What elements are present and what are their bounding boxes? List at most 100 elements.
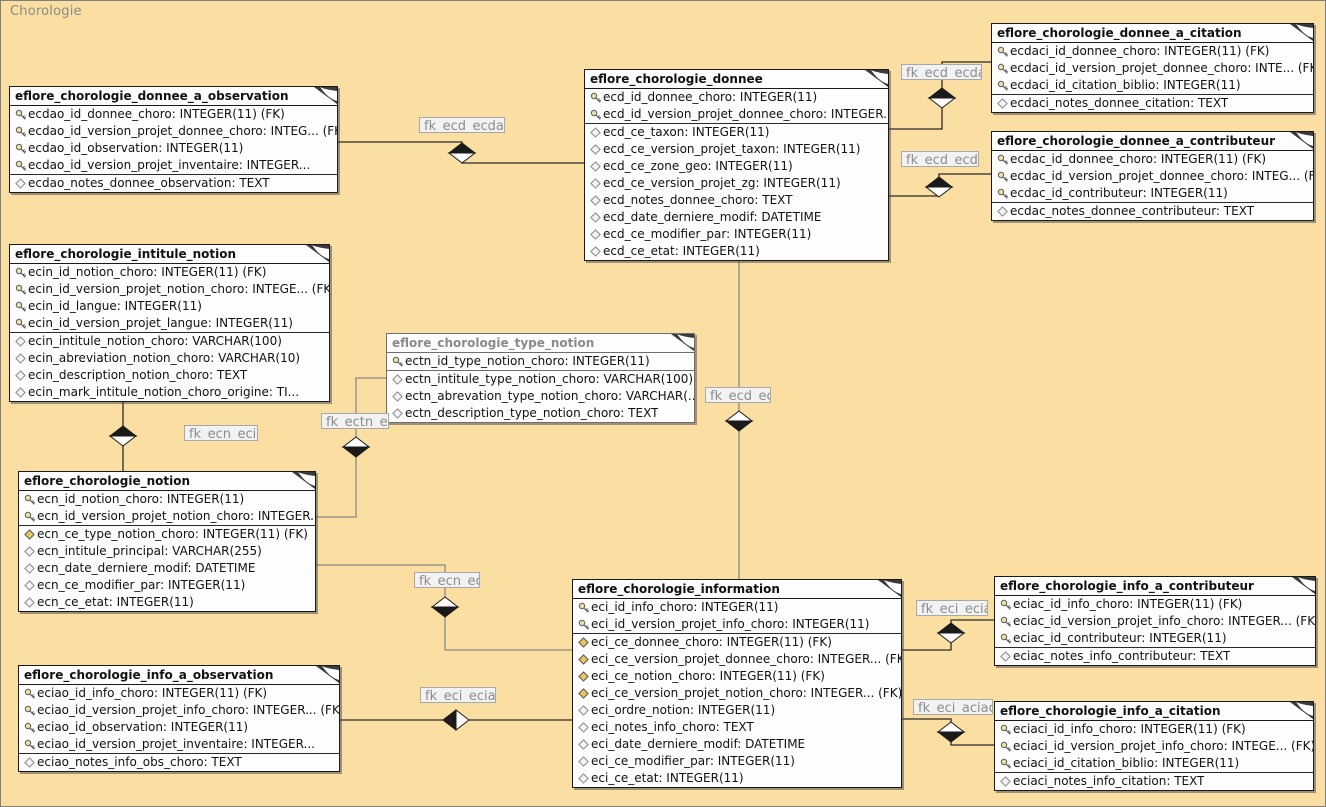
relationship-label[interactable]: fk_ecn_ecin bbox=[184, 425, 258, 441]
relationship-label[interactable]: fk_ecd_ecda bbox=[419, 117, 505, 133]
column-row[interactable]: ecin_mark_intitule_notion_choro_origine:… bbox=[10, 384, 329, 401]
column-row[interactable]: ecin_intitule_notion_choro: VARCHAR(100) bbox=[10, 332, 329, 350]
relationship-fk_eci_eciao[interactable] bbox=[338, 708, 572, 732]
column-row[interactable]: eci_ce_modifier_par: INTEGER(11) bbox=[573, 753, 901, 770]
column-row[interactable]: eci_notes_info_choro: TEXT bbox=[573, 719, 901, 736]
relationship-fk_ectn_ec[interactable] bbox=[314, 377, 386, 518]
column-row[interactable]: eciaci_id_version_projet_info_choro: INT… bbox=[995, 738, 1313, 755]
column-row[interactable]: eciao_id_info_choro: INTEGER(11) (FK) bbox=[19, 685, 339, 702]
table-header[interactable]: eflore_chorologie_donnee bbox=[585, 70, 888, 89]
column-row[interactable]: eciac_id_version_projet_info_choro: INTE… bbox=[995, 613, 1315, 630]
relationship-fk_ecd_ecdac[interactable] bbox=[887, 61, 991, 130]
column-row[interactable]: eciac_notes_info_contributeur: TEXT bbox=[995, 647, 1315, 665]
column-row[interactable]: eciao_id_version_projet_inventaire: INTE… bbox=[19, 736, 339, 753]
relationship-label[interactable]: fk_ectn_ec bbox=[321, 413, 389, 429]
column-row[interactable]: ecdao_id_observation: INTEGER(11) bbox=[10, 140, 337, 157]
column-row[interactable]: eciaci_notes_info_citation: TEXT bbox=[995, 772, 1313, 790]
column-row[interactable]: eci_ce_version_projet_notion_choro: INTE… bbox=[573, 685, 901, 702]
column-row[interactable]: ecdao_id_version_projet_inventaire: INTE… bbox=[10, 157, 337, 174]
column-row[interactable]: ecin_id_langue: INTEGER(11) bbox=[10, 298, 329, 315]
table-header[interactable]: eflore_chorologie_notion bbox=[19, 472, 315, 491]
column-row[interactable]: ecd_ce_taxon: INTEGER(11) bbox=[585, 123, 888, 141]
relationship-label[interactable]: fk_ecd_ecda bbox=[901, 151, 979, 167]
column-row[interactable]: ecn_ce_modifier_par: INTEGER(11) bbox=[19, 577, 315, 594]
relationship-fk_ecn_ecin[interactable] bbox=[108, 402, 138, 471]
column-row[interactable]: ecn_ce_etat: INTEGER(11) bbox=[19, 594, 315, 611]
relationship-label[interactable]: fk_ecn_ec bbox=[414, 572, 480, 588]
column-row[interactable]: eci_ce_notion_choro: INTEGER(11) (FK) bbox=[573, 668, 901, 685]
column-row[interactable]: ecdac_id_contributeur: INTEGER(11) bbox=[992, 185, 1313, 202]
column-row[interactable]: ecdaci_id_version_projet_donnee_choro: I… bbox=[992, 60, 1313, 77]
relationship-label[interactable]: fk_ecd_ec bbox=[705, 387, 771, 403]
column-row[interactable]: eciao_id_observation: INTEGER(11) bbox=[19, 719, 339, 736]
column-row[interactable]: ecdac_id_donnee_choro: INTEGER(11) (FK) bbox=[992, 151, 1313, 168]
relationship-label[interactable]: fk_eci_eciao bbox=[420, 687, 496, 703]
column-row[interactable]: ectn_abrevation_type_notion_choro: VARCH… bbox=[387, 388, 694, 405]
table-header[interactable]: eflore_chorologie_donnee_a_observation bbox=[10, 87, 337, 106]
column-row[interactable]: ecin_description_notion_choro: TEXT bbox=[10, 367, 329, 384]
table-header[interactable]: eflore_chorologie_info_a_contributeur bbox=[995, 577, 1315, 596]
column-row[interactable]: ecdaci_id_donnee_choro: INTEGER(11) (FK) bbox=[992, 43, 1313, 60]
column-row[interactable]: ecdaci_id_citation_biblio: INTEGER(11) bbox=[992, 77, 1313, 94]
column-row[interactable]: ecn_id_notion_choro: INTEGER(11) bbox=[19, 491, 315, 508]
column-row[interactable]: eci_date_derniere_modif: DATETIME bbox=[573, 736, 901, 753]
relationship-label[interactable]: fk_eci_eciac bbox=[916, 600, 988, 616]
column-row[interactable]: ecd_ce_version_projet_taxon: INTEGER(11) bbox=[585, 141, 888, 158]
column-row[interactable]: eci_id_version_projet_info_choro: INTEGE… bbox=[573, 616, 901, 633]
column-row[interactable]: ecd_ce_zone_geo: INTEGER(11) bbox=[585, 158, 888, 175]
column-row[interactable]: ecd_ce_modifier_par: INTEGER(11) bbox=[585, 226, 888, 243]
column-row[interactable]: ecdao_notes_donnee_observation: TEXT bbox=[10, 174, 337, 192]
column-row[interactable]: eci_ce_etat: INTEGER(11) bbox=[573, 770, 901, 787]
column-row[interactable]: eciac_id_contributeur: INTEGER(11) bbox=[995, 630, 1315, 647]
column-row[interactable]: ecdac_notes_donnee_contributeur: TEXT bbox=[992, 202, 1313, 220]
table-header[interactable]: eflore_chorologie_info_a_citation bbox=[995, 702, 1313, 721]
relationship-fk_eci_eciac[interactable] bbox=[900, 619, 994, 651]
relationship-label[interactable]: fk_ecd_ecdac bbox=[901, 64, 982, 80]
column-row[interactable]: ecdao_id_version_projet_donnee_choro: IN… bbox=[10, 123, 337, 140]
table-header[interactable]: eflore_chorologie_info_a_observation bbox=[19, 666, 339, 685]
table-header[interactable]: eflore_chorologie_intitule_notion bbox=[10, 245, 329, 264]
column-row[interactable]: ecd_id_version_projet_donnee_choro: INTE… bbox=[585, 106, 888, 123]
column-row[interactable]: ecin_id_version_projet_notion_choro: INT… bbox=[10, 281, 329, 298]
column-row[interactable]: ecd_ce_etat: INTEGER(11) bbox=[585, 243, 888, 260]
relationship-label[interactable]: fk_eci_aciac bbox=[913, 699, 993, 715]
column-row[interactable]: eciaci_id_citation_biblio: INTEGER(11) bbox=[995, 755, 1313, 772]
relationship-fk_ecn_ec[interactable] bbox=[314, 564, 572, 651]
column-row[interactable]: eciao_notes_info_obs_choro: TEXT bbox=[19, 753, 339, 771]
column-row[interactable]: ecd_id_donnee_choro: INTEGER(11) bbox=[585, 89, 888, 106]
relationship-fk_ecd_ecda[interactable] bbox=[887, 173, 991, 198]
column-row[interactable]: ecdaci_notes_donnee_citation: TEXT bbox=[992, 94, 1313, 112]
relationship-fk_ecd_ecda[interactable] bbox=[338, 141, 584, 164]
column-row[interactable]: ecd_ce_version_projet_zg: INTEGER(11) bbox=[585, 175, 888, 192]
column-row[interactable]: eci_id_info_choro: INTEGER(11) bbox=[573, 599, 901, 616]
column-row[interactable]: ecin_abreviation_notion_choro: VARCHAR(1… bbox=[10, 350, 329, 367]
column-row[interactable]: ecdac_id_version_projet_donnee_choro: IN… bbox=[992, 168, 1313, 185]
column-row[interactable]: ecn_date_derniere_modif: DATETIME bbox=[19, 560, 315, 577]
relationship-fk_eci_aciac[interactable] bbox=[900, 718, 994, 746]
column-row[interactable]: ecin_id_notion_choro: INTEGER(11) (FK) bbox=[10, 264, 329, 281]
column-row[interactable]: ecdao_id_donnee_choro: INTEGER(11) (FK) bbox=[10, 106, 337, 123]
column-row[interactable]: ecn_id_version_projet_notion_choro: INTE… bbox=[19, 508, 315, 525]
table-header[interactable]: eflore_chorologie_information bbox=[573, 580, 901, 599]
relationship-fk_ecd_ec[interactable] bbox=[724, 261, 754, 579]
column-row[interactable]: ectn_id_type_notion_choro: INTEGER(11) bbox=[387, 353, 694, 370]
column-row[interactable]: eci_ce_version_projet_donnee_choro: INTE… bbox=[573, 651, 901, 668]
column-row[interactable]: ecin_id_version_projet_langue: INTEGER(1… bbox=[10, 315, 329, 332]
column-row[interactable]: eciaci_id_info_choro: INTEGER(11) (FK) bbox=[995, 721, 1313, 738]
table-header[interactable]: eflore_chorologie_type_notion bbox=[387, 334, 694, 353]
column-row[interactable]: ecd_date_derniere_modif: DATETIME bbox=[585, 209, 888, 226]
column-row[interactable]: ecn_intitule_principal: VARCHAR(255) bbox=[19, 543, 315, 560]
column-row[interactable]: eci_ce_donnee_choro: INTEGER(11) (FK) bbox=[573, 633, 901, 651]
column-row[interactable]: eci_ordre_notion: INTEGER(11) bbox=[573, 702, 901, 719]
